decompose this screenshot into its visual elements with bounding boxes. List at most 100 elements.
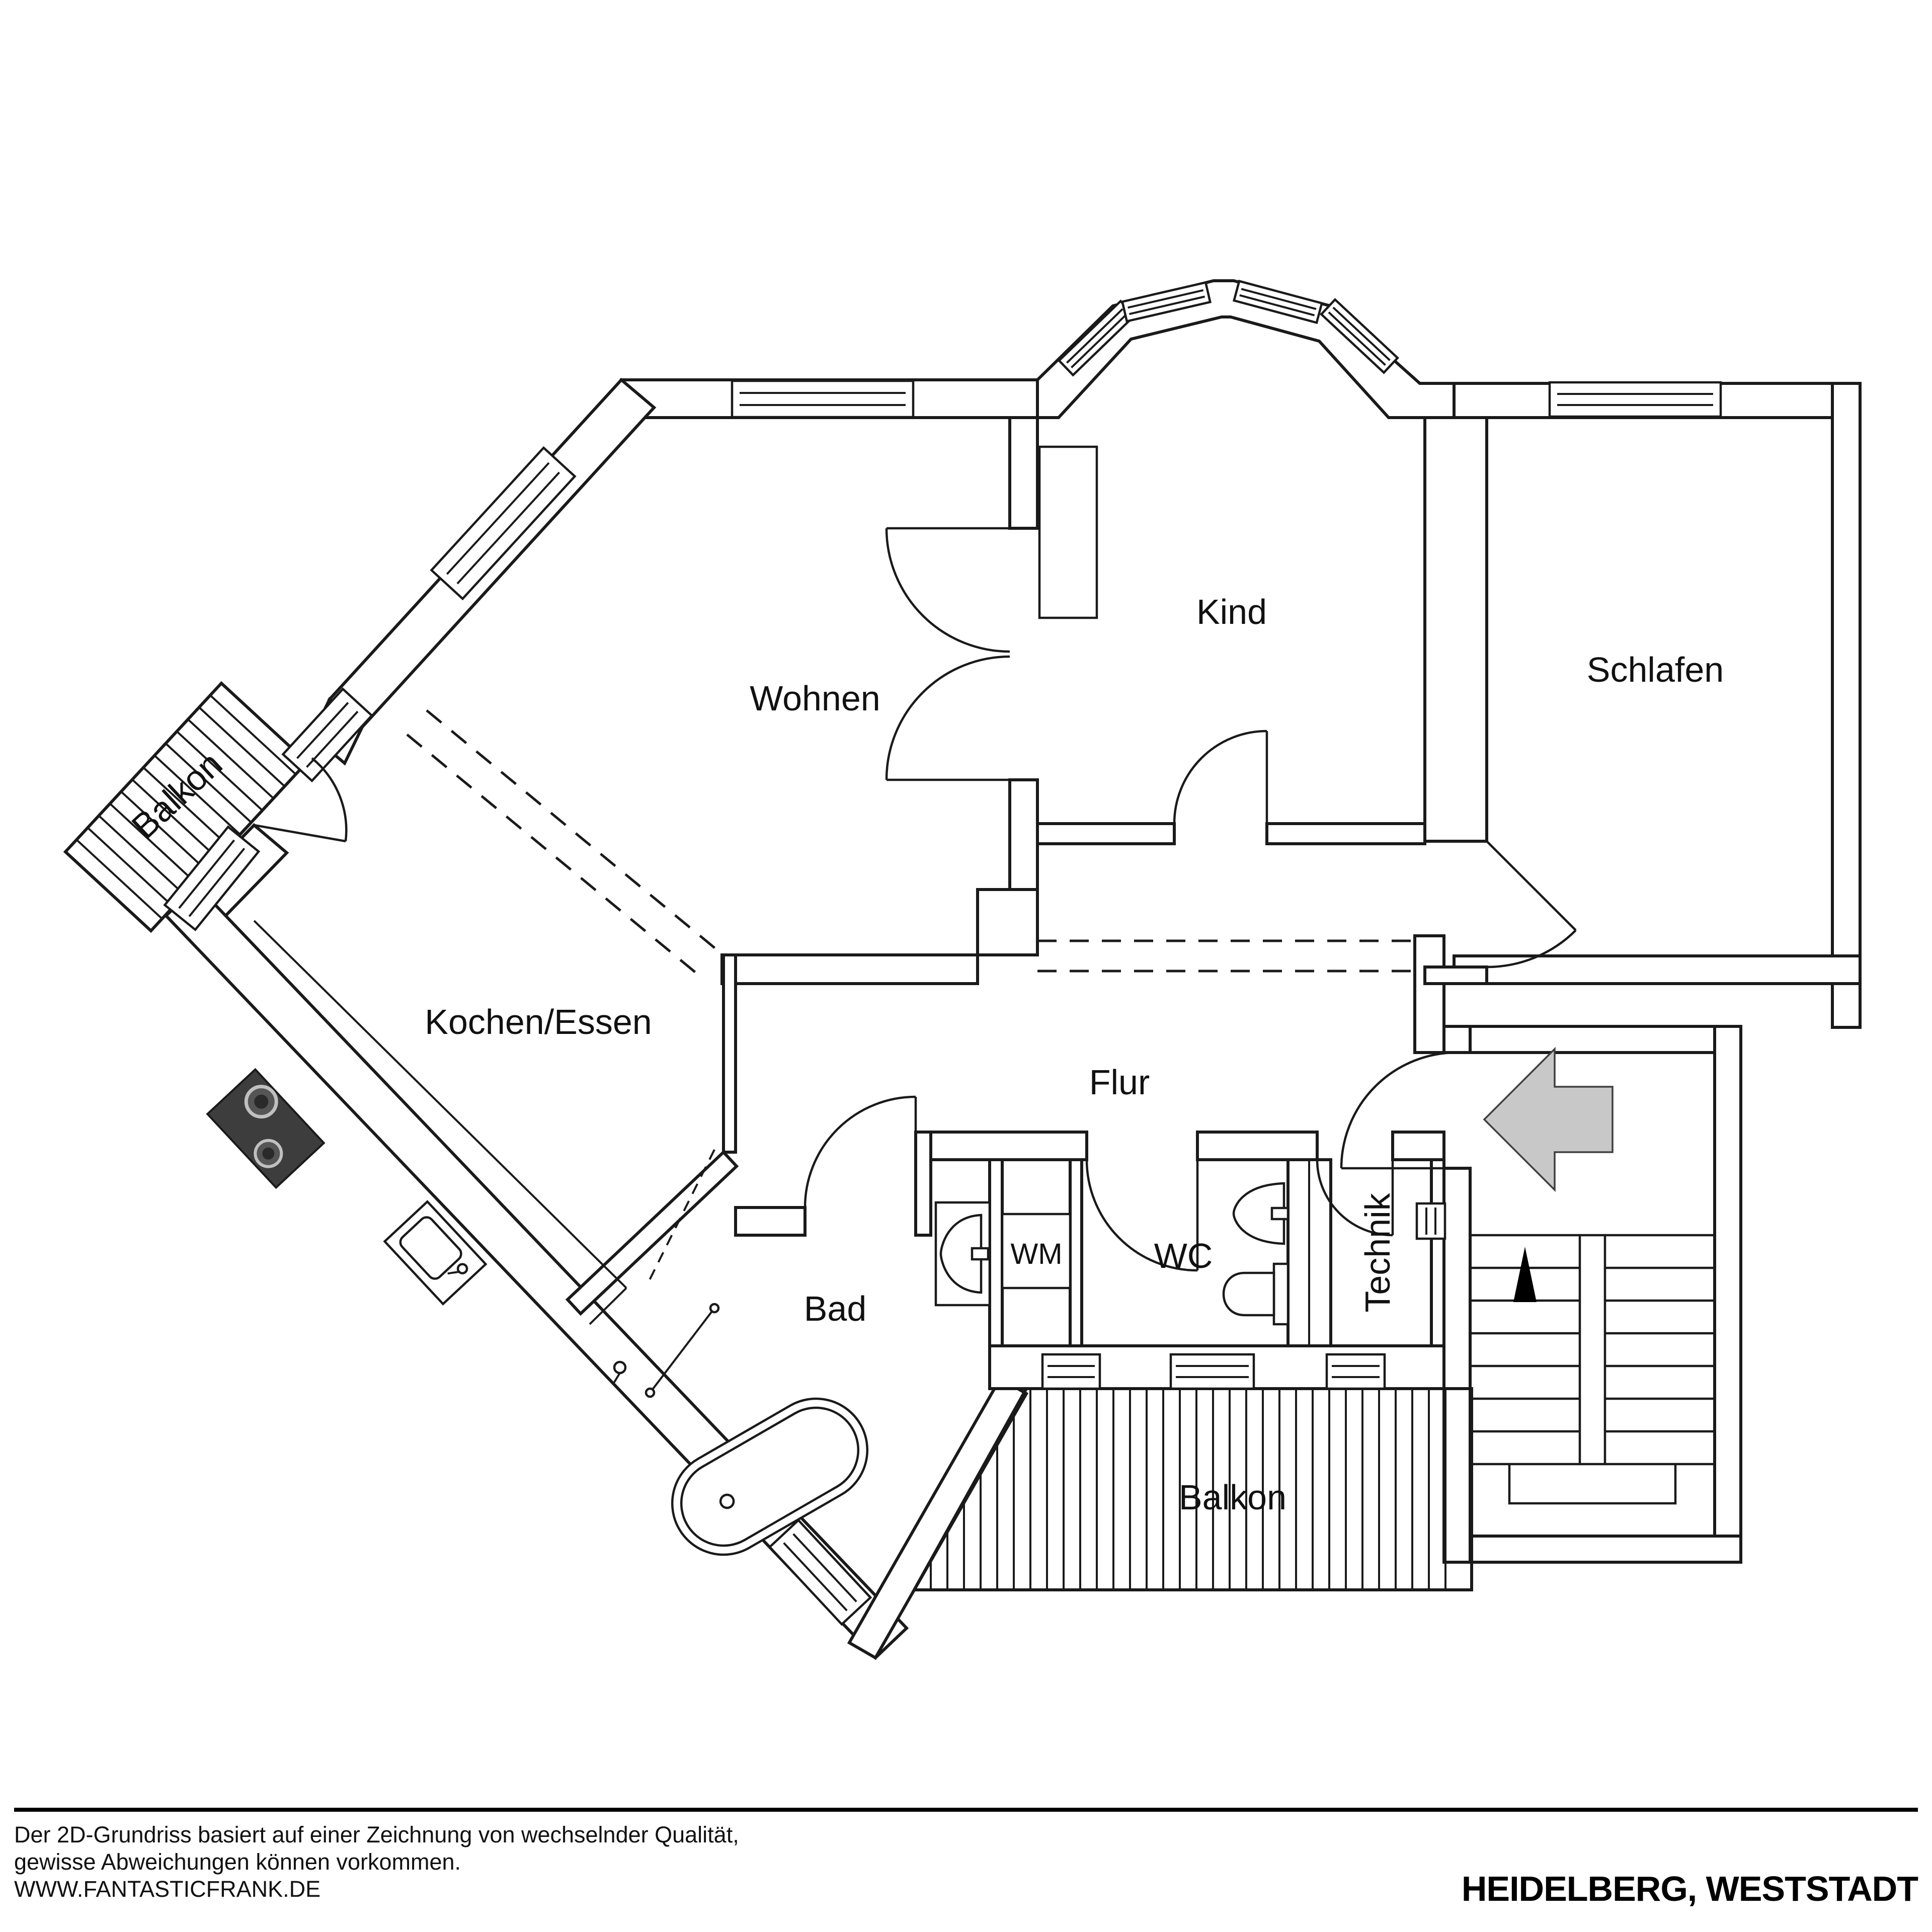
door-technik: [1316, 1159, 1394, 1237]
window-wohnen-top: [731, 379, 915, 419]
hatch-line: [64, 851, 152, 932]
door-entrance: [1340, 1051, 1458, 1170]
wall-chimney: [976, 888, 1039, 956]
stair-landing: [1508, 1464, 1677, 1505]
kitchen-counter-end: [589, 1287, 627, 1325]
wall-bad-se: [847, 1376, 1029, 1660]
wall-kitchen-flur: [722, 953, 737, 1154]
window-wc-south: [1169, 1353, 1255, 1390]
footer-location: HEIDELBERG, WESTSTADT: [1462, 1869, 1918, 1908]
wall-flur-bottom-b: [929, 1131, 1088, 1161]
window-facade-small: [281, 687, 374, 783]
hatch-line: [176, 731, 263, 812]
window-kitchen: [163, 825, 261, 932]
dashed-wohnen-kueche-1: [426, 709, 723, 955]
room-label-schlafen: Schlafen: [1587, 650, 1724, 689]
wall-flur-step: [914, 1131, 932, 1237]
kitchen-counter-edge: [253, 920, 627, 1289]
window-wohnen-diagonal: [430, 446, 577, 601]
door-kind: [1173, 730, 1268, 824]
window-bay-4: [1320, 298, 1399, 374]
shower: [612, 1149, 720, 1398]
wc-sink: [1232, 1182, 1290, 1245]
window-technik-south: [1325, 1353, 1386, 1390]
wall-kitchen-bad: [565, 1150, 739, 1316]
window-stair-sidelight: [1415, 1202, 1446, 1240]
dashed-openings: [406, 709, 1415, 979]
door-bad: [803, 1095, 917, 1208]
hatch-line: [87, 827, 174, 908]
room-label-wm: WM: [1010, 1238, 1062, 1270]
door-wc: [1085, 1159, 1199, 1272]
hatch-line: [131, 778, 219, 859]
footer-disclaimer-1: Der 2D-Grundriss basiert auf einer Zeich…: [14, 1822, 739, 1847]
balcony-west: [63, 681, 309, 933]
wall-stair-bottom: [1442, 1535, 1742, 1564]
stairs: [1470, 1046, 1715, 1505]
wall-wohnen-bottom: [720, 953, 979, 985]
window-bad: [768, 1518, 872, 1626]
wall-flur-bottom-c: [1196, 1131, 1319, 1161]
wall-flur-bottom-d: [1391, 1131, 1445, 1161]
hatch-line: [142, 767, 230, 847]
wall-wohnen-kind-a: [1008, 416, 1039, 530]
room-label-flur: Flur: [1089, 1063, 1150, 1102]
balcony-west-hatch: [64, 682, 308, 932]
wall-wm-wc: [1069, 1158, 1083, 1347]
room-label-wc: WC: [1154, 1236, 1213, 1275]
wall-kind-schlafen: [1423, 416, 1488, 843]
windows: [163, 279, 1722, 1626]
hatch-line: [198, 706, 286, 787]
stair-treads: [1470, 1234, 1715, 1466]
wall-right: [1831, 382, 1862, 1029]
balcony-south: [911, 1387, 1473, 1591]
stove: [206, 1068, 326, 1189]
dashed-wohnen-kueche-2: [406, 734, 703, 979]
footer: Der 2D-Grundriss basiert auf einer Zeich…: [14, 1808, 1918, 1908]
room-label-balkon-west: Balkon: [124, 744, 230, 846]
hatch-line: [153, 755, 241, 836]
door-wohnen-kind-double: [885, 527, 1010, 781]
wall-bad-wm: [988, 1158, 1004, 1347]
wall-wohnen-kind-b: [1008, 778, 1039, 891]
wall-kind-bottom-a: [1036, 822, 1176, 845]
hatch-line: [187, 718, 274, 799]
hatch-line: [209, 694, 297, 775]
window-bay-2: [1120, 281, 1212, 323]
door-balcony-west: [254, 757, 348, 843]
wall-stair-top: [1442, 1025, 1742, 1054]
wall-flur-stair: [1413, 934, 1445, 1054]
kitchen-sink: [383, 1200, 488, 1306]
hatch-line: [98, 815, 185, 896]
door-schlafen: [1486, 840, 1577, 969]
wall-stair-right: [1713, 1025, 1742, 1564]
wall-technik-stair: [1430, 1158, 1445, 1347]
room-label-bad: Bad: [804, 1289, 867, 1328]
wall-schlafen-bottom: [1453, 954, 1862, 985]
wall-stair-left-b: [1442, 1167, 1472, 1564]
doors: [254, 527, 1577, 1272]
footer-website: WWW.FANTASTICFRANK.DE: [14, 1876, 320, 1902]
wardrobe-kind: [1038, 445, 1098, 619]
wall-flur-bottom-a: [734, 1206, 807, 1237]
room-label-technik: Technik: [1358, 1192, 1397, 1312]
washing-machine: [1001, 1213, 1072, 1290]
bathtub: [671, 1397, 869, 1556]
window-schlafen-top: [1548, 381, 1722, 418]
balcony-south-hatch: [930, 1389, 1446, 1590]
room-label-kind: Kind: [1196, 592, 1267, 631]
hatch-line: [165, 743, 252, 824]
room-label-wohnen: Wohnen: [750, 679, 880, 718]
footer-disclaimer-2: gewisse Abweichungen können vorkommen.: [14, 1849, 461, 1875]
toilet: [1222, 1262, 1290, 1326]
hatch-line: [120, 790, 208, 871]
wall-schlafen-door-stub: [1423, 965, 1488, 985]
hatch-line: [75, 839, 163, 920]
wall-kind-bottom-b: [1265, 822, 1426, 845]
window-bay-3: [1232, 279, 1324, 325]
bad-sink: [934, 1201, 991, 1307]
hatch-line: [109, 802, 196, 883]
window-wm-south: [1041, 1353, 1101, 1390]
